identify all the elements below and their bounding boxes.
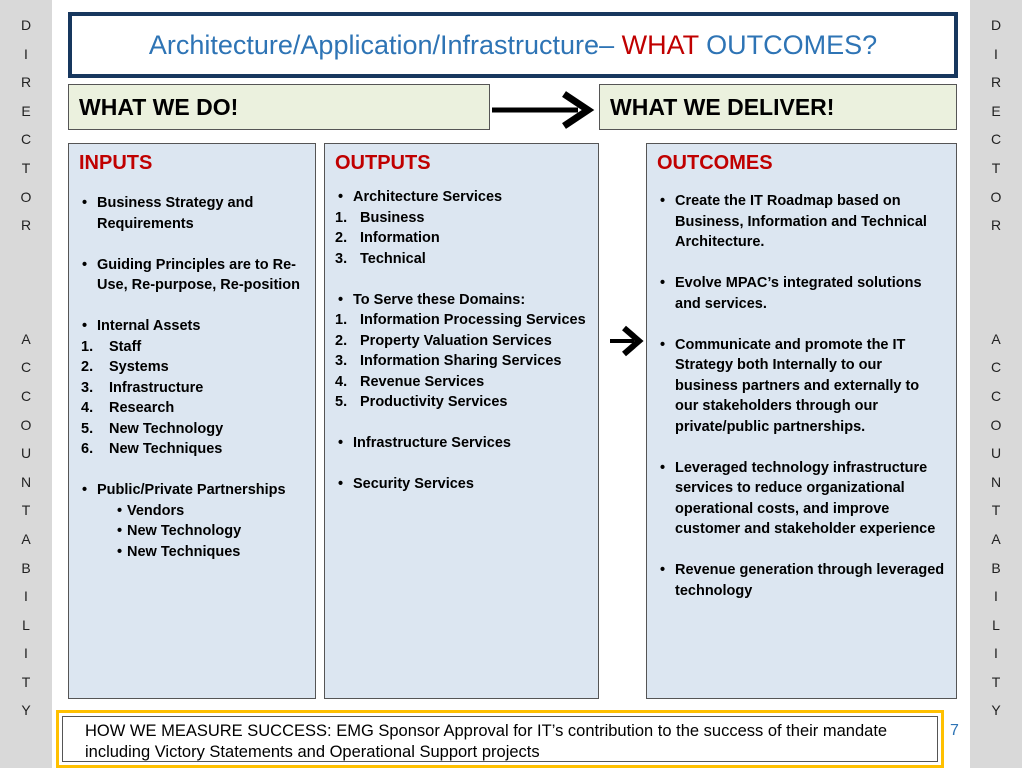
outputs-heading: OUTPUTS	[335, 152, 431, 174]
inputs-heading: INPUTS	[79, 152, 153, 174]
letter: T	[991, 673, 1001, 690]
letter: R	[20, 74, 32, 91]
title-highlight: WHAT	[621, 29, 699, 60]
letter: T	[21, 673, 31, 690]
letter: C	[20, 359, 32, 376]
letter: C	[990, 131, 1002, 148]
letter: I	[994, 645, 998, 662]
letter: E	[991, 102, 1001, 119]
letter: U	[990, 445, 1002, 462]
list-item: 6.New Techniques	[81, 441, 223, 457]
page-title: Architecture/Application/Infrastructure–…	[149, 30, 877, 61]
letter: R	[20, 217, 32, 234]
letter: I	[24, 45, 28, 62]
list-item: 4.Revenue Services	[335, 373, 485, 390]
what-we-deliver-header: WHAT WE DELIVER!	[599, 84, 957, 130]
letter: O	[990, 188, 1002, 205]
list-item: 1.Staff	[81, 338, 142, 355]
letter: D	[990, 17, 1002, 33]
list-item: Create the IT Roadmap based on Business,…	[657, 191, 946, 253]
letter: C	[990, 359, 1002, 376]
list-item: Security Services	[335, 474, 588, 495]
list-item: 1.Information Processing Services	[335, 312, 586, 328]
letter: E	[21, 102, 31, 119]
list-item: 5.New Technology	[81, 420, 224, 437]
list-item: 3.Information Sharing Services	[335, 353, 562, 369]
list-item: 5.Productivity Services	[335, 394, 508, 410]
title-box: Architecture/Application/Infrastructure–…	[68, 12, 958, 78]
list-item: Leveraged technology infrastructure serv…	[657, 458, 946, 540]
list-item: Communicate and promote the IT Strategy …	[657, 335, 946, 438]
list-item: 1.Business	[335, 209, 425, 226]
letter: I	[994, 45, 998, 62]
list-item: Architecture Services	[335, 187, 588, 208]
list-item: 3.Infrastructure	[81, 379, 204, 396]
list-item: New Techniques	[79, 542, 305, 563]
list-item: 2.Information	[335, 230, 440, 246]
success-measure-text: HOW WE MEASURE SUCCESS: EMG Sponsor Appr…	[62, 716, 938, 762]
letter: C	[20, 387, 32, 404]
inputs-panel: INPUTS Business Strategy and Requirement…	[68, 143, 316, 699]
title-part-3: OUTCOMES?	[698, 29, 878, 60]
list-item: 3.Technical	[335, 250, 426, 267]
letter: T	[21, 502, 31, 519]
letter: I	[24, 588, 28, 605]
letter: N	[990, 473, 1002, 490]
list-item: Revenue generation through leveraged tec…	[657, 560, 946, 601]
letter: B	[991, 559, 1001, 576]
page-number: 7	[950, 722, 959, 739]
list-item: Evolve MPAC’s integrated solutions and s…	[657, 273, 946, 314]
letter: O	[20, 188, 32, 205]
outcomes-panel: OUTCOMES Create the IT Roadmap based on …	[646, 143, 957, 699]
letter: D	[20, 17, 32, 33]
list-item: 2.Systems	[81, 359, 169, 375]
right-vertical-banner: D I R E C T O R A C C O U N T A B I L I …	[970, 0, 1022, 768]
list-item: Guiding Principles are to Re-Use, Re-pur…	[79, 255, 305, 296]
list-item: 4.Research	[81, 400, 175, 416]
letter: N	[20, 473, 32, 490]
list-item: Infrastructure Services	[335, 433, 588, 454]
left-vertical-banner: D I R E C T O R A C C O U N T A B I L I …	[0, 0, 52, 768]
letter: R	[990, 74, 1002, 91]
title-part-1: Architecture/Application/Infrastructure–	[148, 29, 622, 60]
letter: Y	[991, 702, 1001, 719]
list-item: Vendors	[79, 501, 305, 522]
success-measure-box: HOW WE MEASURE SUCCESS: EMG Sponsor Appr…	[56, 710, 944, 768]
letter: T	[991, 502, 1001, 519]
list-item: Business Strategy and Requirements	[79, 193, 305, 234]
list-item: New Technology	[79, 521, 305, 542]
letter: T	[21, 159, 31, 176]
letter: O	[20, 416, 32, 433]
letter: L	[992, 616, 1000, 633]
top-arrow-icon	[492, 91, 595, 129]
list-item: Public/Private Partnerships	[79, 480, 305, 501]
outputs-panel: OUTPUTS Architecture Services 1.Business…	[324, 143, 599, 699]
list-item: 2.Property Valuation Services	[335, 332, 552, 349]
letter: I	[24, 645, 28, 662]
letter: I	[994, 588, 998, 605]
letter: U	[20, 445, 32, 462]
letter: A	[21, 330, 31, 347]
letter: Y	[21, 702, 31, 719]
letter: A	[991, 530, 1001, 547]
outcomes-heading: OUTCOMES	[657, 152, 773, 174]
letter: C	[990, 387, 1002, 404]
letter: B	[21, 559, 31, 576]
letter: A	[21, 530, 31, 547]
letter: A	[991, 330, 1001, 347]
letter: R	[990, 217, 1002, 234]
middle-arrow-icon	[610, 325, 644, 357]
what-we-do-header: WHAT WE DO!	[68, 84, 490, 130]
list-item: Internal Assets	[79, 316, 305, 337]
letter: O	[990, 416, 1002, 433]
letter: L	[22, 616, 30, 633]
list-item: To Serve these Domains:	[335, 290, 588, 311]
letter: T	[991, 159, 1001, 176]
letter: C	[20, 131, 32, 148]
